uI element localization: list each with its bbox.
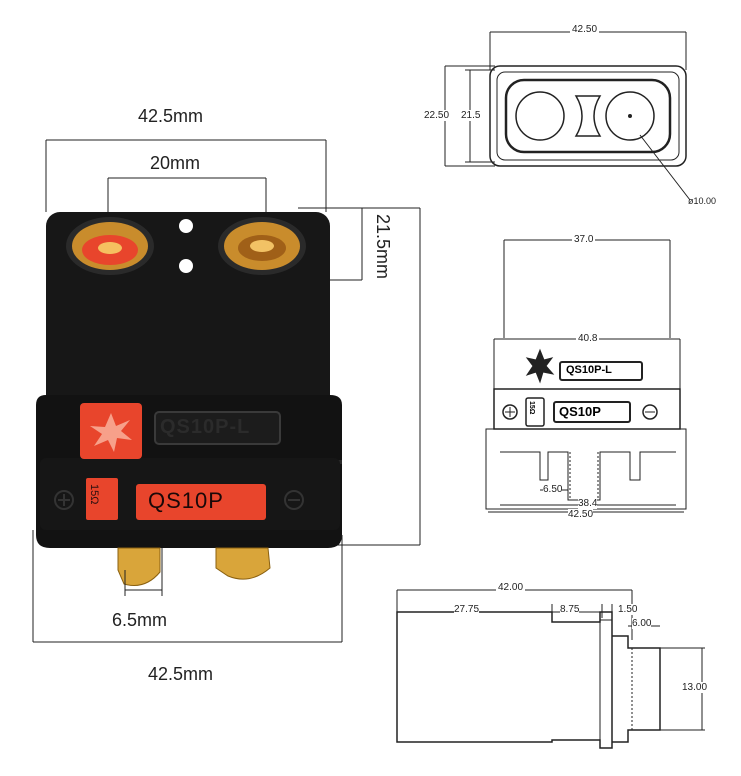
bottom-small-hole <box>179 259 193 273</box>
side-view <box>396 589 705 749</box>
left-socket <box>66 217 154 275</box>
minus-symbol-icon <box>284 490 304 510</box>
front-view-upper-label: QS10P-L <box>566 364 612 376</box>
lower-label-text: QS10P <box>148 488 224 513</box>
bottom-width-label: 42.5mm <box>148 664 214 684</box>
top-view <box>444 31 691 201</box>
bottom-width-dimension <box>32 530 343 643</box>
lower-label-box <box>136 484 266 520</box>
top-view-height-outer-label: 22.50 <box>424 110 450 121</box>
spark-logo-icon <box>80 403 142 459</box>
front-view-base-width-label: 38.4 <box>578 498 598 509</box>
side-view-seg-d-label: 6.00 <box>632 618 652 629</box>
height-label: 21.5mm <box>373 214 393 280</box>
pin-width-dimension <box>124 548 163 596</box>
upper-label-text: QS10P-L <box>160 416 251 438</box>
lower-badge-text: 15Ω <box>88 484 100 505</box>
front-view-top-width-label: 37.0 <box>572 234 596 245</box>
top-view-diameter-label: ø10.00 <box>688 196 717 206</box>
front-view-badge: 15Ω <box>528 401 535 415</box>
side-view-seg-c-label: 1.50 <box>618 604 638 615</box>
front-view <box>485 239 687 513</box>
plus-symbol-icon <box>54 490 74 510</box>
front-view-lower-label: QS10P <box>559 404 601 419</box>
front-view-pin-label: 6.50 <box>543 484 563 495</box>
side-view-seg-a-label: 27.75 <box>454 604 480 615</box>
top-view-width-label: 42.50 <box>570 24 600 35</box>
front-view-mid-width-label: 40.8 <box>576 333 600 344</box>
upper-label-box <box>154 411 281 445</box>
body-height-bracket <box>326 207 421 546</box>
top-width-dimension <box>45 139 327 212</box>
front-view-total-width-label: 42.50 <box>568 509 594 520</box>
side-view-seg-b-label: 8.75 <box>560 604 580 615</box>
pin-width-label: 6.5mm <box>112 610 168 630</box>
gold-pins <box>117 547 271 586</box>
top-small-hole <box>179 219 193 233</box>
right-socket <box>218 217 306 275</box>
top-view-height-inner-label: 21.5 <box>461 110 481 121</box>
side-view-height-label: 13.00 <box>682 682 708 693</box>
lower-badge <box>86 478 118 520</box>
pin-spacing-label: 20mm <box>150 153 201 173</box>
side-view-total-label: 42.00 <box>496 582 526 593</box>
top-width-label: 42.5mm <box>138 106 204 126</box>
